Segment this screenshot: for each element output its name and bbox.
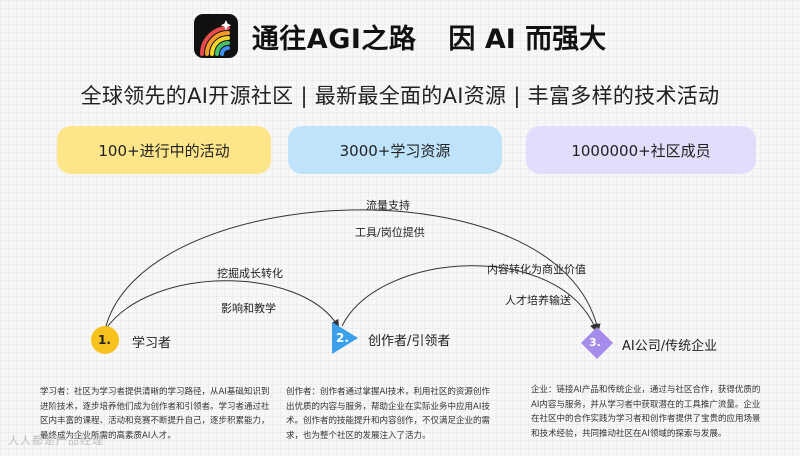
node-learner-number: 1. xyxy=(98,333,111,347)
flow-label-influence: 影响和教学 xyxy=(221,302,276,315)
description-enterprise: 企业：链接AI产品和传统企业，通过与社区合作，获得优质的AI内容与服务，并从学习… xyxy=(531,385,761,439)
flow-label-talent: 人才培养输送 xyxy=(505,294,571,307)
flow-label-commercial-value: 内容转化为商业价值 xyxy=(487,263,586,276)
node-creator-marker xyxy=(332,322,358,354)
node-enterprise-label: AI公司/传统企业 xyxy=(622,339,718,354)
arc-learner-to-creator xyxy=(104,280,340,331)
node-creator-number: 2. xyxy=(336,331,349,345)
description-creator: 创作者：创作者通过掌握AI技术，利用社区的资源创作出优质的内容与服务，帮助企业在… xyxy=(286,387,491,441)
arc-creator-to-enterprise xyxy=(341,265,598,332)
node-creator-label: 创作者/引领者 xyxy=(368,334,451,349)
description-learner: 学习者：社区为学习者提供清晰的学习路径，从AI基础知识到进阶技术，逐步培养他们成… xyxy=(40,387,270,441)
stat-activities-label: 100+进行中的活动 xyxy=(98,141,230,160)
stat-members: 1000000+社区成员 xyxy=(526,126,756,174)
site-title: 通往AGI之路 xyxy=(251,23,417,55)
stat-resources: 3000+学习资源 xyxy=(288,126,502,174)
page-subtitle: 全球领先的AI开源社区 | 最新最全面的AI资源 | 丰富多样的技术活动 xyxy=(80,84,720,108)
stat-activities: 100+进行中的活动 xyxy=(57,126,271,174)
flow-label-growth: 挖掘成长转化 xyxy=(217,267,283,280)
arc-learner-to-enterprise xyxy=(104,209,601,332)
node-enterprise-number: 3. xyxy=(589,336,601,349)
site-slogan: 因 AI 而强大 xyxy=(448,23,607,55)
watermark: 人人都是产品经理 xyxy=(8,434,104,447)
stat-resources-label: 3000+学习资源 xyxy=(339,141,451,160)
rainbow-logo-icon xyxy=(193,14,238,58)
header: 通往AGI之路 因 AI 而强大 xyxy=(0,12,800,60)
node-learner-marker xyxy=(91,326,119,354)
node-enterprise-marker xyxy=(581,327,613,359)
node-learner-label: 学习者 xyxy=(132,336,172,351)
stat-members-label: 1000000+社区成员 xyxy=(571,141,711,160)
flow-label-tools-jobs: 工具/岗位提供 xyxy=(355,226,425,239)
flow-label-traffic: 流量支持 xyxy=(366,199,410,212)
